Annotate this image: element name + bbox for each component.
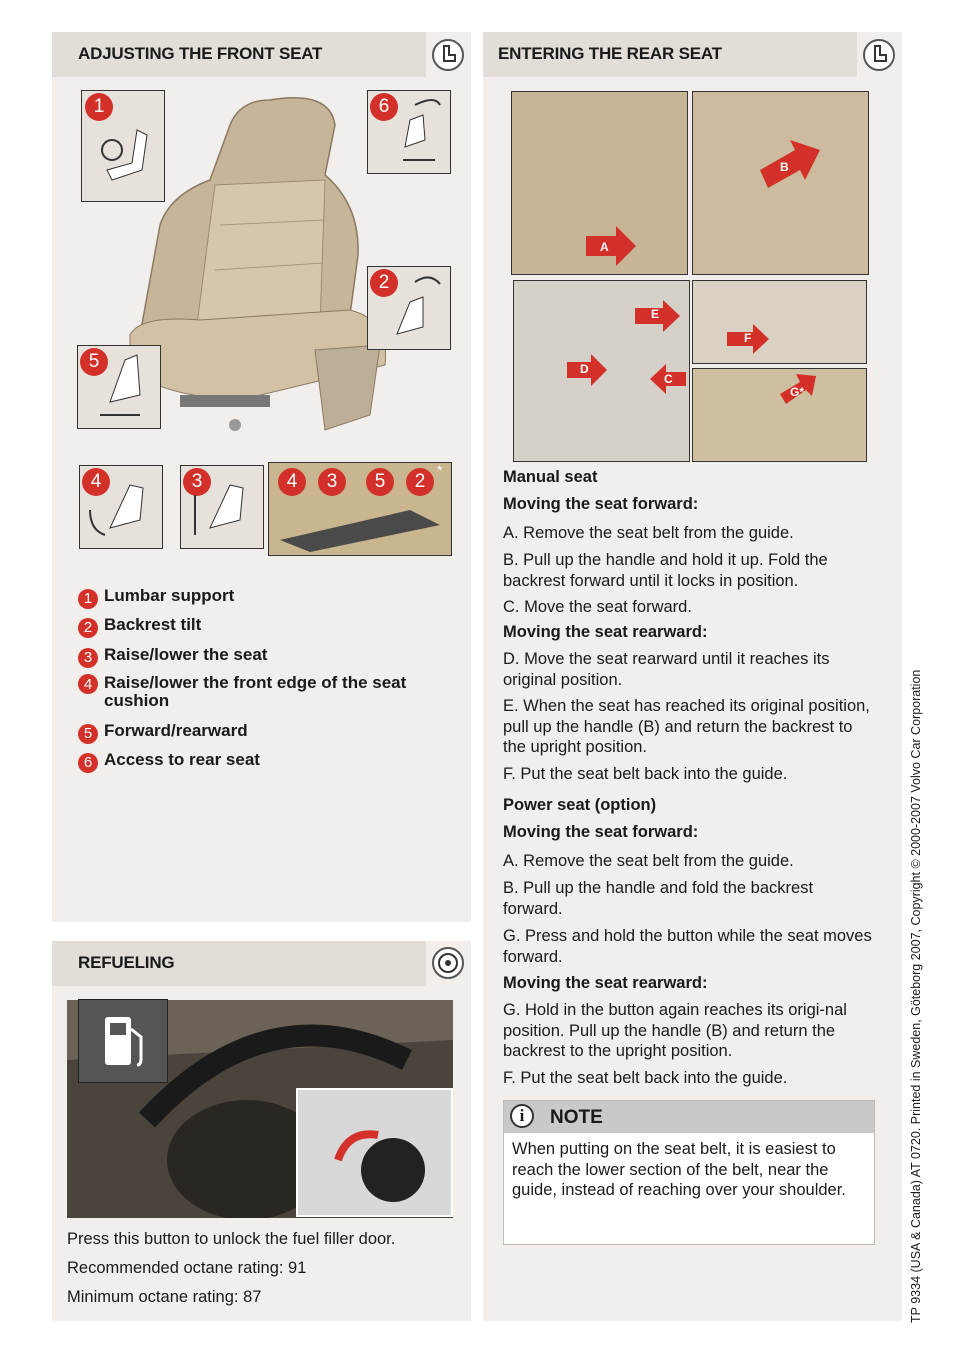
manual-rearward-heading: Moving the seat rearward: [503, 623, 708, 641]
panel-callout-4: 4 [278, 468, 306, 496]
power-forward-step-b: B. Pull up the handle and fold the backr… [503, 879, 814, 918]
arrow-label-f: F [744, 331, 752, 345]
power-forward-step-a: A. Remove the seat belt from the guide. [503, 852, 794, 870]
manual-rearward-step-f: F. Put the seat belt back into the guide… [503, 765, 788, 783]
callout-6: 6 [370, 93, 398, 121]
manual-forward-step-c: C. Move the seat forward. [503, 598, 692, 616]
seat-icon [432, 39, 464, 71]
power-rearward-heading: Moving the seat rearward: [503, 974, 708, 992]
refuel-line-2: Recommended octane rating: 91 [67, 1259, 307, 1277]
lumbar-seat-icon [101, 129, 148, 181]
note-text: When putting on the seat belt, it is eas… [512, 1140, 846, 1199]
manual-forward-step-b: B. Pull up the handle and hold it up. Fo… [503, 551, 828, 590]
arrow-label-e: E [651, 307, 660, 321]
arrow-c [650, 364, 686, 394]
seat-icon [863, 39, 895, 71]
forward-rearward-seat-icon [100, 354, 141, 416]
arrow-f [727, 324, 769, 354]
power-forward-step-g: G. Press and hold the button while the s… [503, 927, 872, 966]
copyright-side-text: TP 9334 (USA & Canada) AT 0720. Printed … [909, 669, 923, 1323]
fuel-pump-icon [78, 999, 168, 1083]
photo-belt-return [692, 280, 867, 364]
arrow-e [635, 300, 680, 332]
power-rearward-step-g: G. Hold in the button again reaches its … [503, 1001, 847, 1060]
raise-lower-seat-icon [194, 484, 244, 535]
arrow-label-g: G* [790, 385, 805, 399]
manual-forward-step-a: A. Remove the seat belt from the guide. [503, 524, 794, 542]
refueling-header: REFUELING [52, 941, 426, 986]
backrest-seat-icon [396, 276, 441, 335]
arrow-label-c: C [664, 372, 673, 386]
panel-callout-3: 3 [318, 468, 346, 496]
arrow-a [586, 226, 636, 266]
manual-rearward-step-d: D. Move the seat rearward until it reach… [503, 650, 830, 689]
refuel-line-1: Press this button to unlock the fuel fil… [67, 1230, 396, 1248]
rear-access-seat-icon [403, 99, 441, 161]
front-seat-title: ADJUSTING THE FRONT SEAT [78, 44, 323, 63]
note-box: i NOTE When putting on the seat belt, it… [503, 1100, 875, 1245]
panel-callout-2: 2 [406, 468, 434, 496]
manual-seat-heading: Manual seat [503, 468, 598, 486]
front-seat-header: ADJUSTING THE FRONT SEAT [52, 32, 426, 77]
power-seat-heading: Power seat (option) [503, 796, 657, 814]
arrow-b [760, 140, 820, 188]
refueling-title: REFUELING [78, 953, 175, 972]
front-edge-seat-icon [89, 484, 144, 536]
steering-wheel-icon [432, 947, 464, 979]
power-rearward-step-f: F. Put the seat belt back into the guide… [503, 1069, 788, 1087]
rear-seat-header: ENTERING THE REAR SEAT [483, 32, 857, 77]
callout-2: 2 [370, 269, 398, 297]
manual-forward-heading: Moving the seat forward: [503, 495, 699, 513]
photo-power-button [692, 368, 867, 462]
arrow-g [780, 374, 816, 404]
callout-4: 4 [82, 468, 110, 496]
manual-rearward-step-e: E. When the seat has reached its origina… [503, 697, 870, 756]
option-asterisk: * [437, 462, 443, 478]
note-title: NOTE [550, 1107, 603, 1128]
callout-5: 5 [80, 348, 108, 376]
control-panel-illustration [280, 510, 440, 552]
info-icon: i [510, 1104, 534, 1128]
note-header: i NOTE [504, 1101, 874, 1133]
arrow-label-a: A [600, 240, 609, 254]
fuel-cap-illustration [334, 1130, 425, 1202]
photo-handle [692, 91, 869, 275]
panel-callout-5: 5 [366, 468, 394, 496]
callout-3: 3 [183, 468, 211, 496]
power-forward-heading: Moving the seat forward: [503, 823, 699, 841]
arrow-label-d: D [580, 362, 589, 376]
callout-1: 1 [85, 93, 113, 121]
arrow-d [567, 354, 607, 386]
rear-seat-title: ENTERING THE REAR SEAT [498, 44, 722, 63]
arrow-label-b: B [780, 160, 789, 174]
refuel-line-3: Minimum octane rating: 87 [67, 1288, 262, 1306]
